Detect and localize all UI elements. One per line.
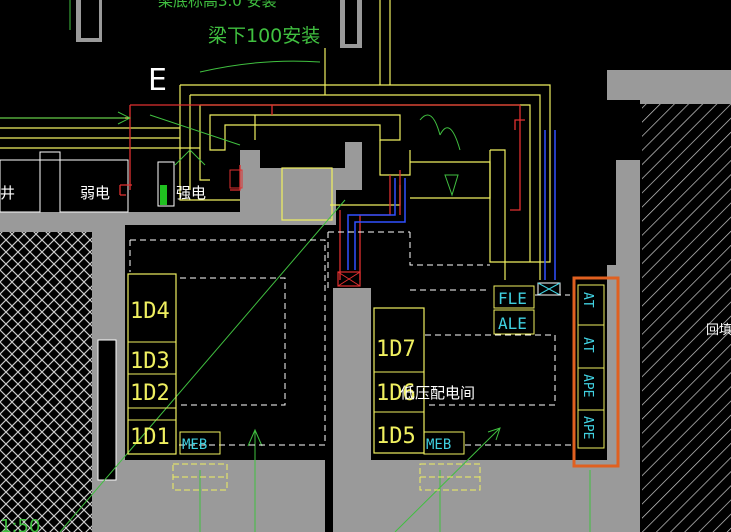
- panel-1d1: 1D1: [130, 425, 170, 450]
- room-weak-label: 弱电: [80, 184, 110, 202]
- fle-ale-boxes: FLE ALE: [493, 285, 535, 335]
- panel-ape-1: APE: [580, 374, 595, 397]
- panel-at-2: AT: [580, 337, 595, 353]
- red-riser: [337, 271, 361, 287]
- green-busbar: [160, 185, 167, 205]
- cable-red: [119, 104, 525, 280]
- backfill-label: 回填: [706, 323, 731, 338]
- ale-box-label: ALE: [498, 314, 527, 333]
- room-well-label: 井: [0, 184, 15, 202]
- panel-column-left: 1D4 1D3 1D2 1D1: [127, 273, 177, 455]
- meb-mid-label: MEB: [426, 437, 451, 453]
- room-distribution-label: 低压配电间: [400, 384, 475, 402]
- panel-1d6: 1D6: [376, 381, 416, 406]
- backfill-hatch: [642, 104, 731, 532]
- panel-1d7: 1D7: [376, 337, 416, 362]
- small-rooms: [0, 151, 175, 213]
- column-outline: [97, 339, 117, 481]
- fle-box-label: FLE: [498, 289, 527, 308]
- meb-boxes: MEB MEB: [172, 431, 481, 491]
- highlight-frame: [572, 276, 620, 468]
- top-cut-note: 梁底标高3.0 安装: [158, 0, 277, 10]
- scale-label: 1:50: [0, 516, 40, 532]
- panel-at-1: AT: [580, 292, 595, 308]
- panel-column-mid: 1D7 1D6 1D5: [373, 307, 425, 454]
- panel-1d4: 1D4: [130, 299, 170, 324]
- cable-blue: [347, 130, 556, 280]
- meb-left-label: MEB: [182, 437, 207, 453]
- panel-1d3: 1D3: [130, 349, 170, 374]
- highlighted-panels: AT AT APE APE: [572, 276, 620, 468]
- panel-ape-2: APE: [580, 416, 595, 439]
- dashed-boundaries: [129, 231, 575, 446]
- room-strong-label: 强电: [176, 184, 206, 202]
- leaders: [0, 0, 591, 532]
- panel-1d2: 1D2: [130, 381, 170, 406]
- soil-hatch: [0, 232, 92, 532]
- axis-label-e: E: [148, 63, 167, 98]
- panel-1d5: 1D5: [376, 424, 416, 449]
- red-box: [229, 169, 243, 189]
- beam-note: 梁下100安装: [208, 25, 320, 47]
